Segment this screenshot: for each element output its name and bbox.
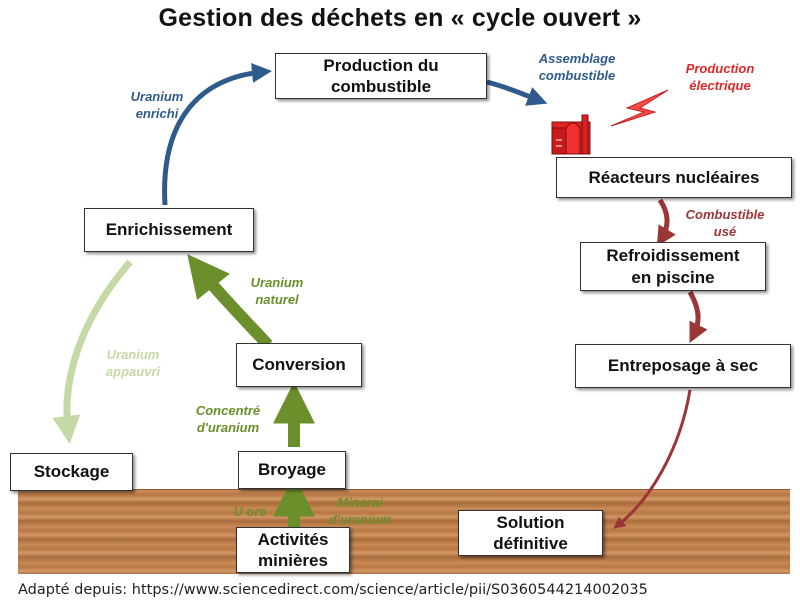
label-electricity-production: Production électrique [685,61,755,93]
label-uranium-ore: Minerai d'uranium [328,495,392,527]
box-dry-storage: Entreposage à sec [575,344,791,388]
ground-layer [18,489,790,574]
label-uranium-concentrate: Concentré d'uranium [195,403,261,435]
arrow-fuel-assembly [486,79,548,106]
box-fuel-production: Production du combustible [275,53,487,99]
arrow-spent-fuel [656,198,676,247]
arrow-to-dry-storage [687,290,708,343]
label-depleted-uranium: Uranium appauvri [105,347,161,379]
box-conversion: Conversion [236,343,362,387]
source-footer: Adapté depuis: https://www.sciencedirect… [18,582,648,598]
arrow-to-final-solution [613,389,692,529]
arrow-depleted-uranium [52,259,133,444]
box-storage: Stockage [10,453,133,491]
box-enrichment: Enrichissement [84,208,254,252]
box-final-solution: Solution définitive [458,510,603,556]
lightning-icon [610,89,669,127]
label-natural-uranium: Uranium naturel [250,275,304,307]
box-grinding: Broyage [238,451,346,489]
label-enriched-uranium: Uranium enrichi [130,89,184,121]
box-pool-cooling: Refroidissement en piscine [580,242,766,291]
box-mining-activities: Activités minières [236,527,350,573]
diagram-title: Gestion des déchets en « cycle ouvert » [158,4,642,32]
label-fuel-assembly: Assemblage combustible [538,51,616,83]
arrow-enriched-uranium [162,63,272,206]
box-nuclear-reactors: Réacteurs nucléaires [556,157,792,198]
reactor-icon [551,114,591,155]
label-spent-fuel: Combustible usé [685,207,765,239]
arrow-natural-uranium [187,254,273,350]
label-u-ore: U ore [233,504,267,519]
